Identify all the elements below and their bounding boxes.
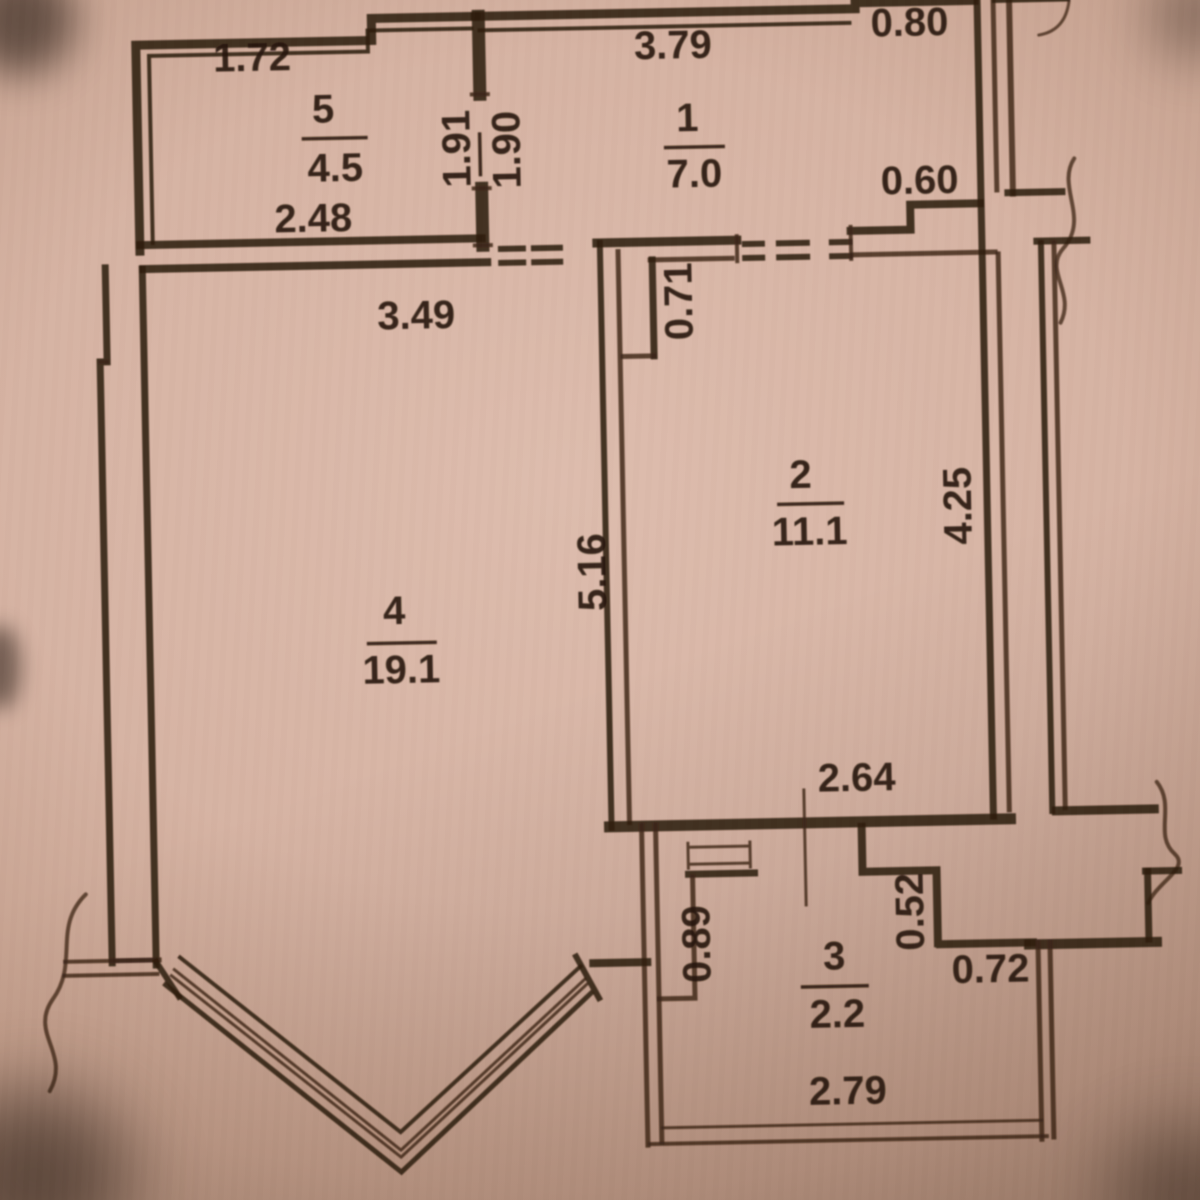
walls — [43, 0, 1183, 1176]
bay-window-mid2 — [172, 967, 587, 1153]
dim-top-right-step: 0.60 — [880, 158, 959, 204]
dim-room2-bottom: 2.64 — [817, 755, 896, 801]
wall-room3-left-b — [652, 822, 665, 1145]
dim-room2-side: 4.25 — [935, 466, 981, 545]
wall-room2-top-inner — [647, 255, 735, 263]
bay-window-outer — [162, 981, 595, 1176]
room2-area: 11.1 — [771, 509, 848, 555]
svg-text:1.90: 1.90 — [484, 110, 530, 189]
wall-step-cap — [848, 224, 854, 261]
room3-area: 2.2 — [809, 992, 865, 1037]
wall-room4-top — [139, 258, 492, 274]
room2-fraction-bar — [777, 501, 845, 507]
wall-room2-notch-step — [620, 353, 657, 360]
wall-corridor-bottom — [1004, 188, 1066, 197]
wall-5-1-upper — [471, 9, 487, 101]
bay-window-inner — [177, 954, 584, 1135]
room4-fraction-bar — [366, 640, 437, 646]
room5-area: 4.5 — [307, 146, 363, 191]
bay-window-mid1 — [169, 973, 589, 1160]
dim-room5-top: 1.72 — [213, 35, 292, 81]
wall-step-060 — [846, 199, 985, 235]
wall-5-1-lower — [475, 181, 490, 252]
dim-tick-264 — [802, 788, 808, 907]
wall-room2-bottom — [603, 813, 1017, 833]
dim-door51-left: 1.91 — [434, 109, 480, 188]
wall-mid-right-v1 — [1037, 240, 1056, 815]
wall-corridor-partition — [1005, 0, 1016, 197]
wall-balcony-right-a — [1035, 939, 1045, 1142]
svg-text:0.71: 0.71 — [656, 262, 702, 341]
wall-mid-right-east — [1051, 804, 1159, 816]
wall-mid-right-v2 — [1051, 240, 1068, 811]
wall-room1-top — [470, 0, 979, 21]
wall-step-060-inner — [850, 249, 998, 258]
room1-area: 7.0 — [666, 151, 722, 196]
break-squiggle-mid-right — [1146, 779, 1181, 906]
dim-room4-side: 5.16 — [570, 533, 616, 612]
svg-text:5.16: 5.16 — [570, 533, 616, 612]
dim-room3-step-side: 0.52 — [888, 872, 934, 951]
svg-text:4.25: 4.25 — [935, 466, 981, 545]
wall-right-inner-bottom — [995, 251, 1012, 813]
wall-balcony-bottom-a — [661, 1118, 1044, 1130]
wall-room2-top-cap — [734, 234, 740, 264]
wall-room4-left-outer — [96, 264, 116, 967]
dim-room5-bottom: 2.48 — [274, 196, 353, 242]
wall-room2-notch — [648, 256, 658, 360]
dim-door51-right: 1.90 — [484, 110, 530, 189]
wall-stub-right-v — [1143, 867, 1153, 943]
wall-room4-left-inner — [138, 265, 160, 969]
wall-room5-bottom — [135, 234, 486, 250]
door51-fraction-bar — [477, 132, 483, 177]
dashed-openings — [497, 238, 854, 266]
bay-cap-right — [572, 952, 604, 1003]
room3-number: 3 — [823, 934, 846, 978]
door-stub — [686, 840, 752, 870]
room1-number: 1 — [676, 96, 699, 140]
break-squiggle-bottom-left — [43, 892, 88, 1094]
dim-vestibule-side: 0.89 — [674, 905, 720, 984]
wall-balcony-right-b — [1047, 939, 1057, 1140]
shadow-left-mid — [0, 625, 20, 710]
wall-right-inner-top — [990, 0, 1000, 193]
dim-room3-step-bottom: 0.72 — [951, 946, 1030, 992]
wall-right-outer — [973, 0, 997, 820]
room2-number: 2 — [789, 453, 812, 497]
svg-text:1.91: 1.91 — [434, 109, 480, 188]
room5-number: 5 — [312, 87, 335, 131]
wall-room2-top — [592, 235, 742, 248]
wall-4-2-b — [615, 249, 633, 826]
dim-top-right-width: 0.80 — [870, 0, 949, 45]
stub-bottom-left — [62, 957, 160, 978]
svg-text:0.52: 0.52 — [888, 872, 934, 951]
wall-room1-top-inner — [477, 20, 852, 33]
break-squiggle-top-right — [1054, 156, 1077, 325]
wall-vestibule — [684, 869, 759, 878]
room3-fraction-bar — [800, 983, 869, 989]
wall-5-1-caps — [469, 92, 493, 248]
labels: 1.72 5 4.5 2.48 1.91 1.90 3.79 1 7.0 0.8… — [213, 0, 1030, 1114]
wall-mid-right-top — [1033, 236, 1091, 245]
room4-area: 19.1 — [362, 647, 441, 693]
dim-room1-top: 3.79 — [634, 23, 713, 69]
wall-step3 — [857, 822, 1038, 949]
wall-room3-left-a — [638, 822, 651, 1148]
room5-fraction-bar — [301, 135, 368, 141]
room4-number: 4 — [383, 589, 407, 633]
svg-text:0.89: 0.89 — [674, 905, 720, 984]
wall-room5-inner — [146, 26, 474, 245]
bay-cap-left — [152, 957, 184, 1001]
dim-room4-top: 3.49 — [377, 293, 456, 339]
wall-4-2-a — [596, 239, 615, 831]
dim-room2-notch: 0.71 — [656, 262, 702, 341]
pilaster — [656, 874, 698, 1002]
wall-balcony-bottom-b — [647, 1134, 1049, 1147]
wall-room5-outer — [131, 11, 480, 256]
door-arc — [1037, 0, 1071, 37]
room1-fraction-bar — [663, 144, 725, 150]
dim-room3-bottom: 2.79 — [809, 1068, 888, 1114]
bay-corner-join — [589, 958, 652, 968]
